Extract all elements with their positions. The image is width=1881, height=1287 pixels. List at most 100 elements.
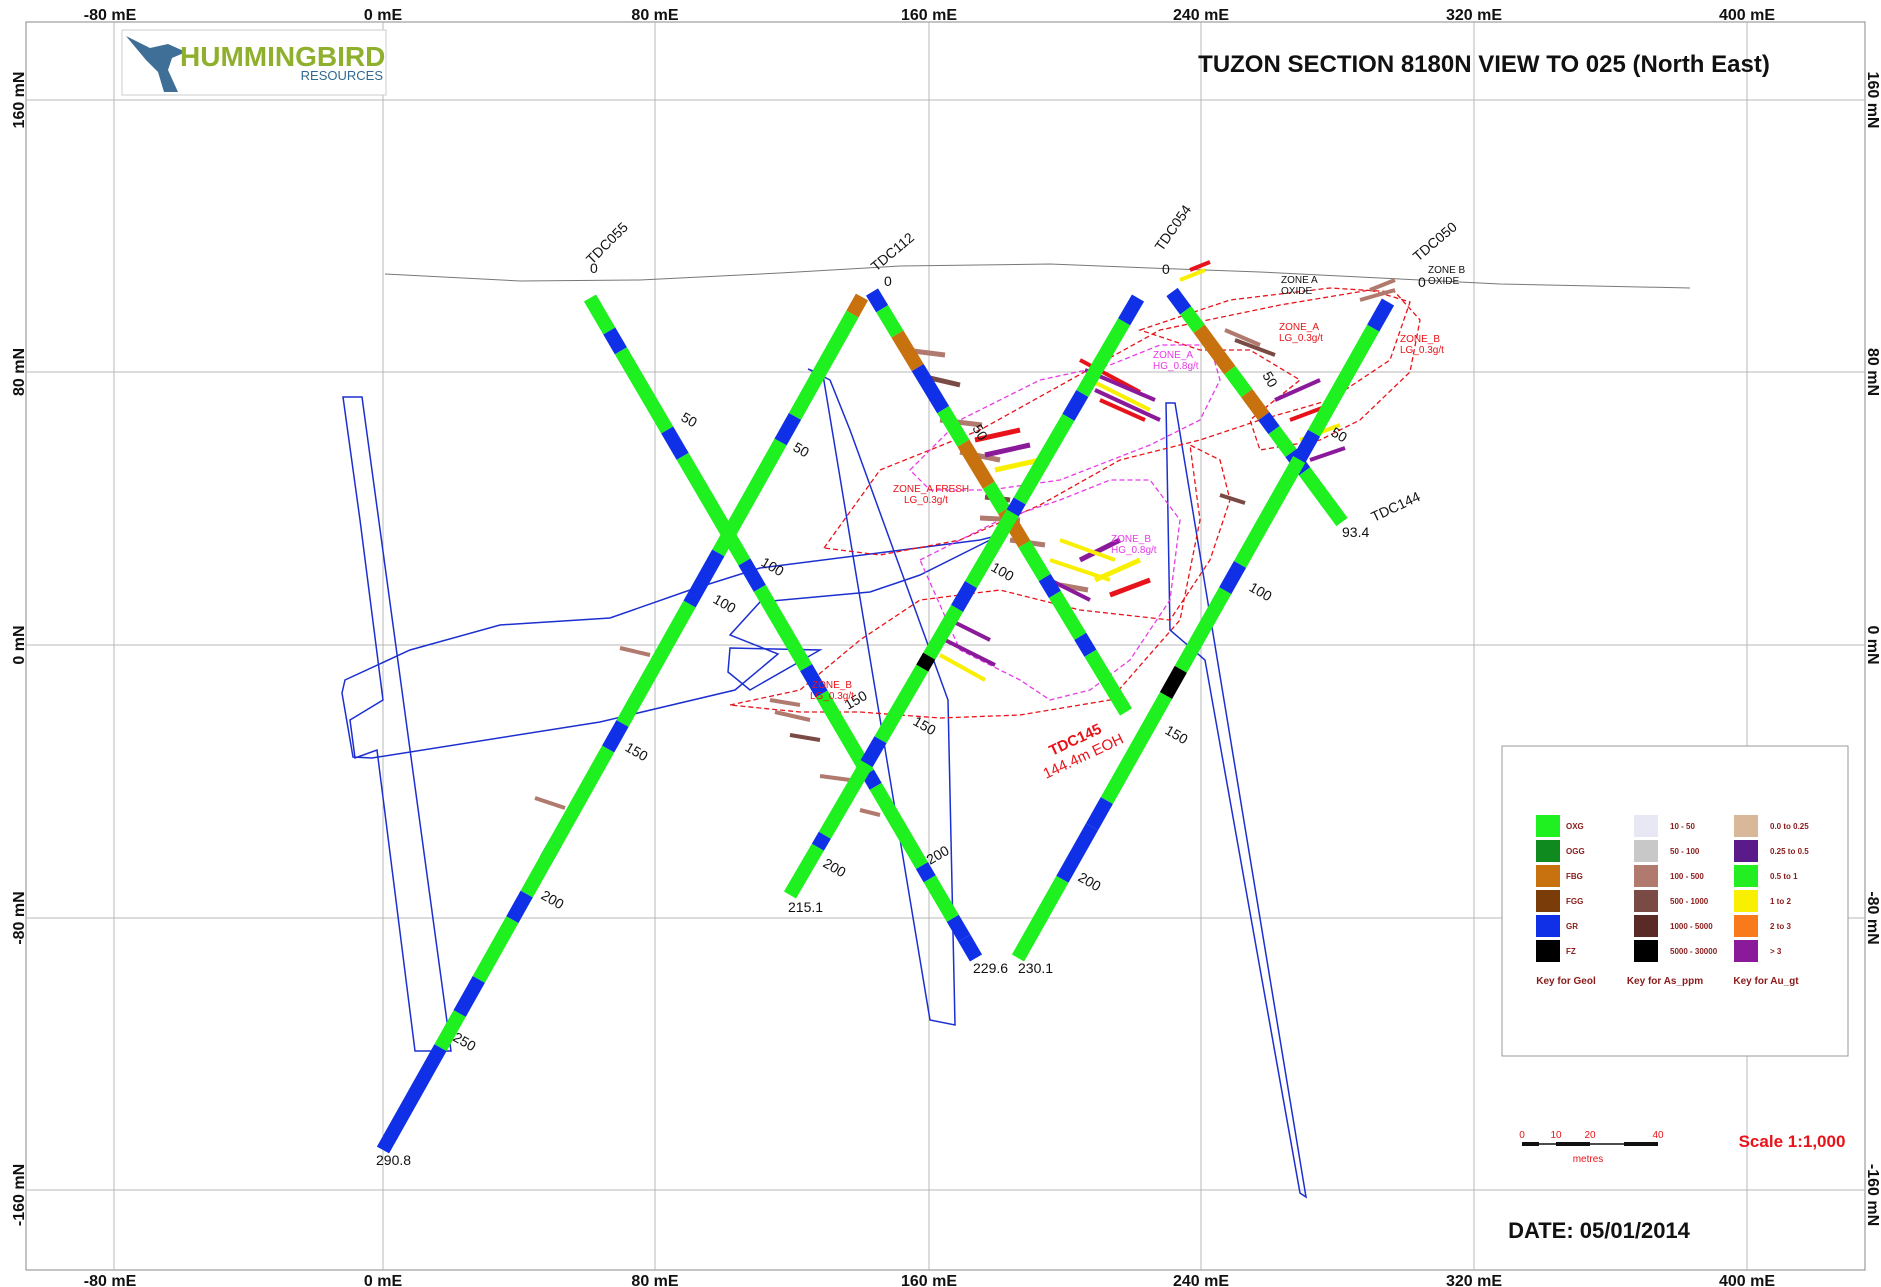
y-label: -80 mN xyxy=(11,891,28,944)
log-segment xyxy=(1011,875,1069,962)
depth-label: 200 xyxy=(821,855,849,881)
log-segment xyxy=(549,745,615,847)
x-axis-bottom: -80 mE 0 mE 80 mE 160 mE 240 mE 320 mE 4… xyxy=(84,1273,1776,1287)
legend-swatch xyxy=(1734,865,1758,887)
depth-label: 50 xyxy=(969,422,991,444)
log-segment xyxy=(1013,413,1075,505)
log-segment xyxy=(602,720,629,753)
zone-label: ZONE A xyxy=(1281,275,1318,286)
legend-swatch xyxy=(1634,915,1658,937)
log-segment xyxy=(861,769,882,790)
log-segment xyxy=(506,890,533,924)
log-segment xyxy=(964,509,1019,589)
log-segment xyxy=(453,975,485,1017)
x-label: 80 mE xyxy=(631,1273,678,1287)
zone-label: ZONE_A xyxy=(1153,350,1193,361)
legend-swatch xyxy=(1734,815,1758,837)
log-segment xyxy=(1062,389,1089,421)
x-label: 400 mE xyxy=(1719,1273,1775,1287)
depth-label: 50 xyxy=(679,409,701,431)
scale-tick: 40 xyxy=(1652,1130,1664,1141)
zone-label: ZONE_B xyxy=(812,680,852,691)
legend-label: 500 - 1000 xyxy=(1670,897,1709,906)
log-segment xyxy=(982,481,1011,515)
log-segment xyxy=(1219,560,1247,595)
log-segment xyxy=(911,363,950,414)
depth-label: 150 xyxy=(1163,722,1191,748)
hole-name-tdc144: TDC144 xyxy=(1369,488,1423,525)
y-label: -160 mN xyxy=(11,1164,28,1226)
y-label: 80 mN xyxy=(11,348,28,396)
log-segment xyxy=(376,1044,447,1154)
log-segment xyxy=(603,327,627,355)
legend-swatch xyxy=(1734,890,1758,912)
log-segment xyxy=(614,347,674,434)
depth-label: 50 xyxy=(1329,424,1351,446)
log-segment xyxy=(783,843,824,899)
legend-label: 0.0 to 0.25 xyxy=(1770,822,1809,831)
zone-label: ZONE_A FRESH xyxy=(893,484,969,495)
legend-label: 2 to 3 xyxy=(1770,922,1791,931)
log-segment xyxy=(1166,287,1192,315)
legend-swatch xyxy=(1734,940,1758,962)
x-label: 80 mE xyxy=(631,7,678,24)
x-label: -80 mE xyxy=(84,7,137,24)
x-label: 320 mE xyxy=(1446,7,1502,24)
legend-label: 1 to 2 xyxy=(1770,897,1791,906)
legend-swatch xyxy=(1536,940,1560,962)
log-segment xyxy=(1241,389,1270,421)
log-segment xyxy=(1233,456,1306,568)
company-logo: HUMMINGBIRD RESOURCES xyxy=(121,29,387,96)
scale-tick: 20 xyxy=(1584,1130,1596,1141)
depth-label: 150 xyxy=(623,739,651,765)
log-segment xyxy=(1018,540,1051,582)
scale-unit: metres xyxy=(1573,1154,1604,1165)
zone-label: LG_0.3g/t xyxy=(1400,345,1444,356)
log-segment xyxy=(1307,324,1380,437)
log-segment xyxy=(874,664,929,744)
legend-label: 0.5 to 1 xyxy=(1770,872,1798,881)
legend-swatch xyxy=(1734,915,1758,937)
assay-bars xyxy=(534,260,1396,817)
zone-label: ZONE_B xyxy=(1111,534,1151,545)
hummingbird-icon xyxy=(126,36,186,92)
legend-as-title: Key for As_ppm xyxy=(1627,976,1703,987)
log-segment xyxy=(957,439,995,489)
zone-label: HG_0.8g/t xyxy=(1111,545,1157,556)
zone-label: HG_0.8g/t xyxy=(1153,361,1199,372)
log-segment xyxy=(683,549,725,608)
x-label: 160 mE xyxy=(901,7,957,24)
legend-label: FZ xyxy=(1566,947,1576,956)
legend-label: > 3 xyxy=(1770,947,1782,956)
legend-label: 0.25 to 0.5 xyxy=(1770,847,1809,856)
log-segment xyxy=(891,330,924,372)
y-label: 0 mN xyxy=(1864,625,1881,664)
log-segment xyxy=(774,412,802,446)
x-label: 400 mE xyxy=(1719,7,1775,24)
hole-end: 229.6 xyxy=(973,960,1008,976)
log-segment xyxy=(1293,429,1321,463)
y-label: 160 mN xyxy=(1864,72,1881,129)
log-segment xyxy=(788,310,859,420)
legend-swatch xyxy=(1536,840,1560,862)
y-label: 0 mN xyxy=(11,625,28,664)
y-label: 160 mN xyxy=(11,72,28,129)
log-segment xyxy=(916,652,936,672)
log-segment xyxy=(1179,306,1205,333)
hole-end: 290.8 xyxy=(376,1152,411,1168)
zone-label: ZONE_B xyxy=(1400,334,1440,345)
topography-line xyxy=(384,263,1691,289)
zone-label: OXIDE xyxy=(1428,276,1459,287)
legend-swatch xyxy=(1536,865,1560,887)
y-label: 80 mN xyxy=(1864,348,1881,396)
depth-label: 200 xyxy=(539,887,567,913)
log-segment xyxy=(1224,366,1253,398)
x-axis-top: -80 mE 0 mE 80 mE 160 mE 240 mE 320 mE 4… xyxy=(84,7,1776,24)
legend-label: FBG xyxy=(1566,872,1583,881)
legend-swatch xyxy=(1734,840,1758,862)
y-label: -80 mN xyxy=(1864,891,1881,944)
legend-label: OXG xyxy=(1566,822,1584,831)
legend-geol-title: Key for Geol xyxy=(1536,976,1596,987)
log-segment xyxy=(869,782,929,870)
